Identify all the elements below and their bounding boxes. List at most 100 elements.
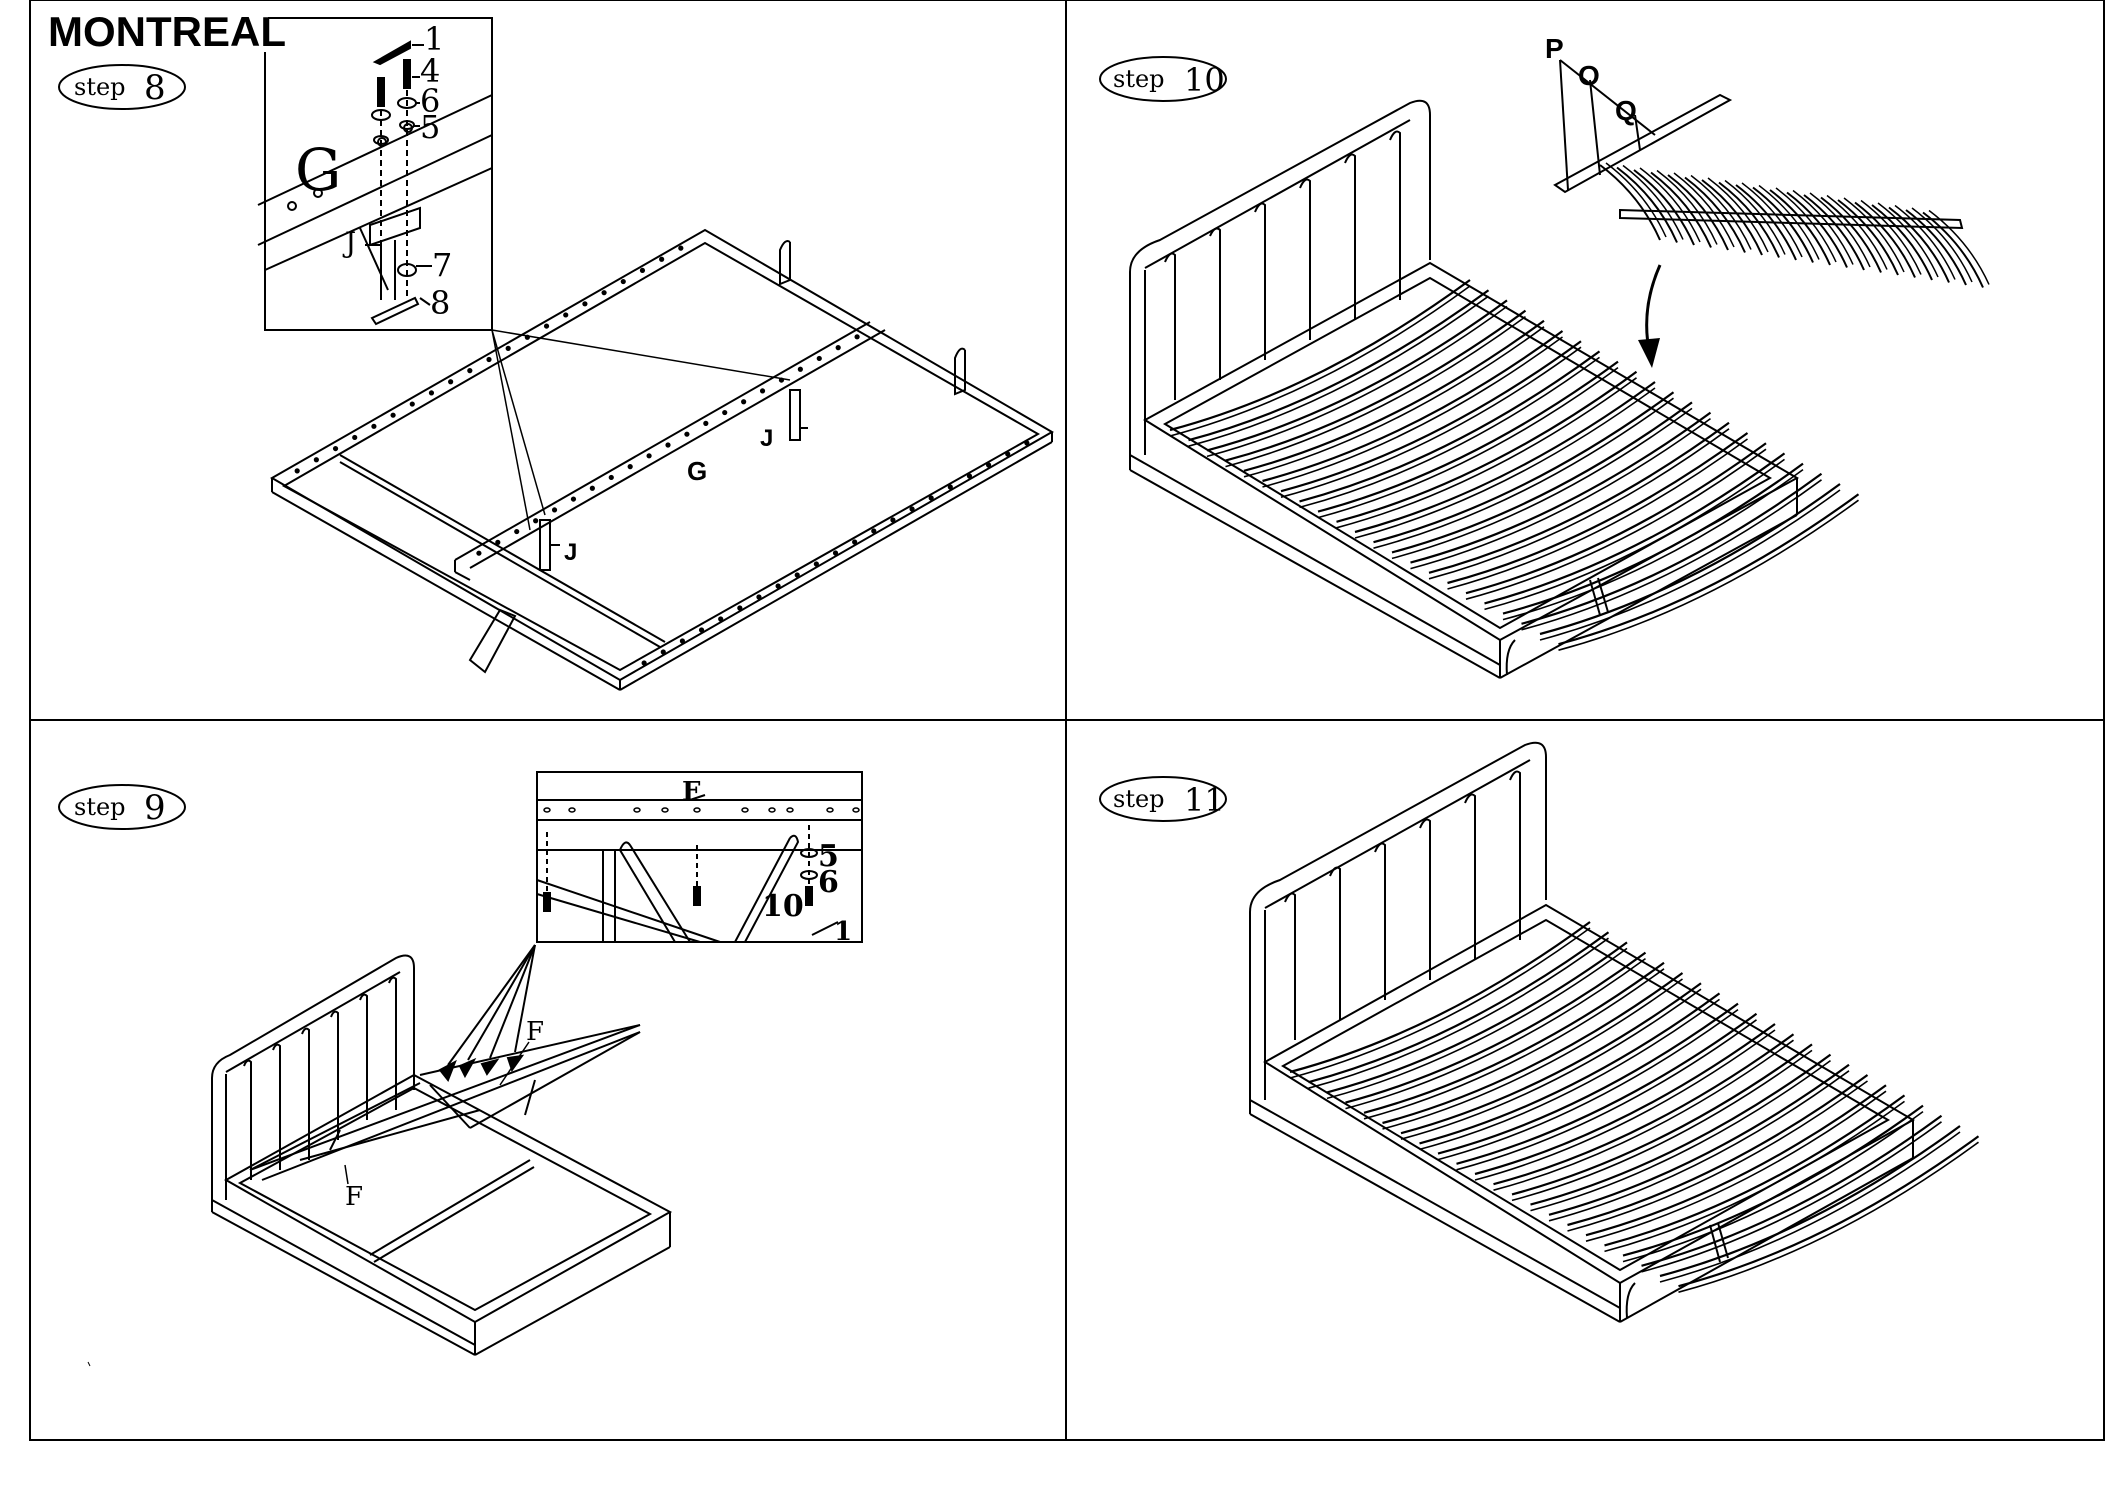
slat: [1599, 164, 1661, 241]
slat-edge: [1724, 179, 1786, 255]
slat: [1854, 201, 1916, 278]
slat: [1225, 309, 1527, 462]
part-label-g-frame: G: [687, 456, 707, 486]
slat-edge: [1465, 448, 1767, 600]
frame-hole: [371, 423, 377, 429]
metal-bed-frame: [269, 228, 1054, 691]
frame-hole: [909, 506, 915, 512]
frame-hole: [332, 445, 339, 452]
slat-edge: [1373, 397, 1674, 549]
frame-hole: [756, 594, 762, 600]
slat-edge: [1707, 177, 1769, 253]
frame-hole: [514, 528, 520, 535]
frame-hole: [718, 616, 724, 622]
frame-hole: [797, 366, 803, 372]
slat-edge: [1354, 387, 1656, 539]
inset-arrows: [438, 944, 536, 1082]
step-11-panel: step 11: [1099, 741, 1980, 1323]
slat-edge: [1826, 194, 1888, 270]
slat-edge: [1548, 1070, 1850, 1222]
slat-row: [1599, 162, 1990, 288]
slat: [1888, 206, 1950, 283]
brand-title: MONTREAL: [48, 8, 286, 55]
bed-base-with-slats: [1129, 99, 1800, 679]
frame-hole: [582, 301, 588, 307]
frame-hole: [505, 345, 511, 351]
slat-edge: [1456, 1019, 1757, 1171]
slat-edge: [1928, 209, 1990, 285]
slat: [1437, 1002, 1739, 1155]
slat-edge: [1530, 1059, 1831, 1212]
slat: [1484, 452, 1786, 605]
slat: [1604, 1094, 1906, 1247]
slat: [1326, 941, 1628, 1094]
slat: [1616, 166, 1678, 243]
slat: [1502, 462, 1804, 615]
part-label-10: 10: [762, 889, 804, 924]
slat: [1558, 493, 1860, 646]
slat: [1678, 1135, 1980, 1288]
slat: [1641, 1114, 1943, 1267]
frame-hole: [678, 245, 684, 251]
rail-hole: [826, 807, 834, 813]
inset-dots: [543, 807, 860, 813]
step-10-panel: step 10 P O Q: [1099, 33, 1990, 679]
slat: [1354, 381, 1656, 534]
frame-hole: [665, 442, 671, 448]
frame-hole: [409, 401, 415, 407]
slat: [1567, 1074, 1869, 1227]
step-word: step: [1113, 785, 1165, 813]
step-9-detail-labels: F 5 6 10 1: [682, 777, 852, 947]
slat: [1474, 1023, 1776, 1176]
assembled-bed: [1249, 741, 1916, 1323]
slat-edge: [1843, 197, 1905, 273]
slat-edge: [1792, 189, 1854, 265]
slat-edge: [1345, 957, 1646, 1110]
slat-edge: [1400, 988, 1702, 1140]
slat-edge: [1558, 499, 1859, 651]
slat: [1345, 951, 1647, 1104]
stray-mark: [87, 1361, 91, 1367]
frame-hole: [428, 390, 435, 396]
frame-hole: [495, 539, 501, 545]
slat: [1701, 179, 1763, 256]
slat: [1820, 196, 1882, 273]
slat-edge: [1326, 947, 1628, 1100]
step-8-panel: step 8 G: [58, 17, 1054, 691]
step-9-panel: step 9 F 5 6: [58, 771, 863, 1356]
step-11-badge: step 11: [1099, 776, 1227, 822]
slat: [1548, 1063, 1850, 1216]
slat: [1684, 176, 1746, 253]
slat: [1922, 211, 1984, 288]
panel-grid: [29, 0, 2105, 1441]
frame-hole: [835, 345, 841, 351]
slat-edge: [1363, 968, 1665, 1120]
frame-hole: [928, 495, 934, 501]
slat-edge: [1206, 305, 1508, 458]
frame-hole: [741, 399, 747, 405]
slat: [1465, 442, 1767, 595]
slat: [1803, 194, 1865, 271]
slat: [1373, 391, 1675, 544]
slat-edge: [1437, 1008, 1739, 1161]
slat: [1262, 330, 1564, 483]
slat: [1769, 189, 1831, 266]
slat: [1410, 411, 1712, 564]
slat: [1206, 299, 1508, 452]
part-label-6-inset: 6: [818, 865, 839, 900]
step-word: step: [74, 73, 126, 101]
frame-hole: [852, 539, 858, 545]
slat-edge: [1809, 192, 1871, 268]
title-box: MONTREAL: [44, 8, 286, 55]
slat-edge: [1758, 184, 1820, 260]
step-10-badge: step 10: [1099, 56, 1227, 102]
slat: [1428, 421, 1730, 574]
frame-hole: [352, 434, 358, 441]
slat-edge: [1775, 187, 1837, 263]
part-label-5-inset: 5: [818, 839, 839, 874]
frame-hole: [775, 583, 781, 589]
down-arrow-icon: [1638, 264, 1662, 368]
frame-hole: [1024, 440, 1030, 446]
frame-hole: [294, 468, 300, 474]
part-label-4: 4: [420, 52, 440, 90]
